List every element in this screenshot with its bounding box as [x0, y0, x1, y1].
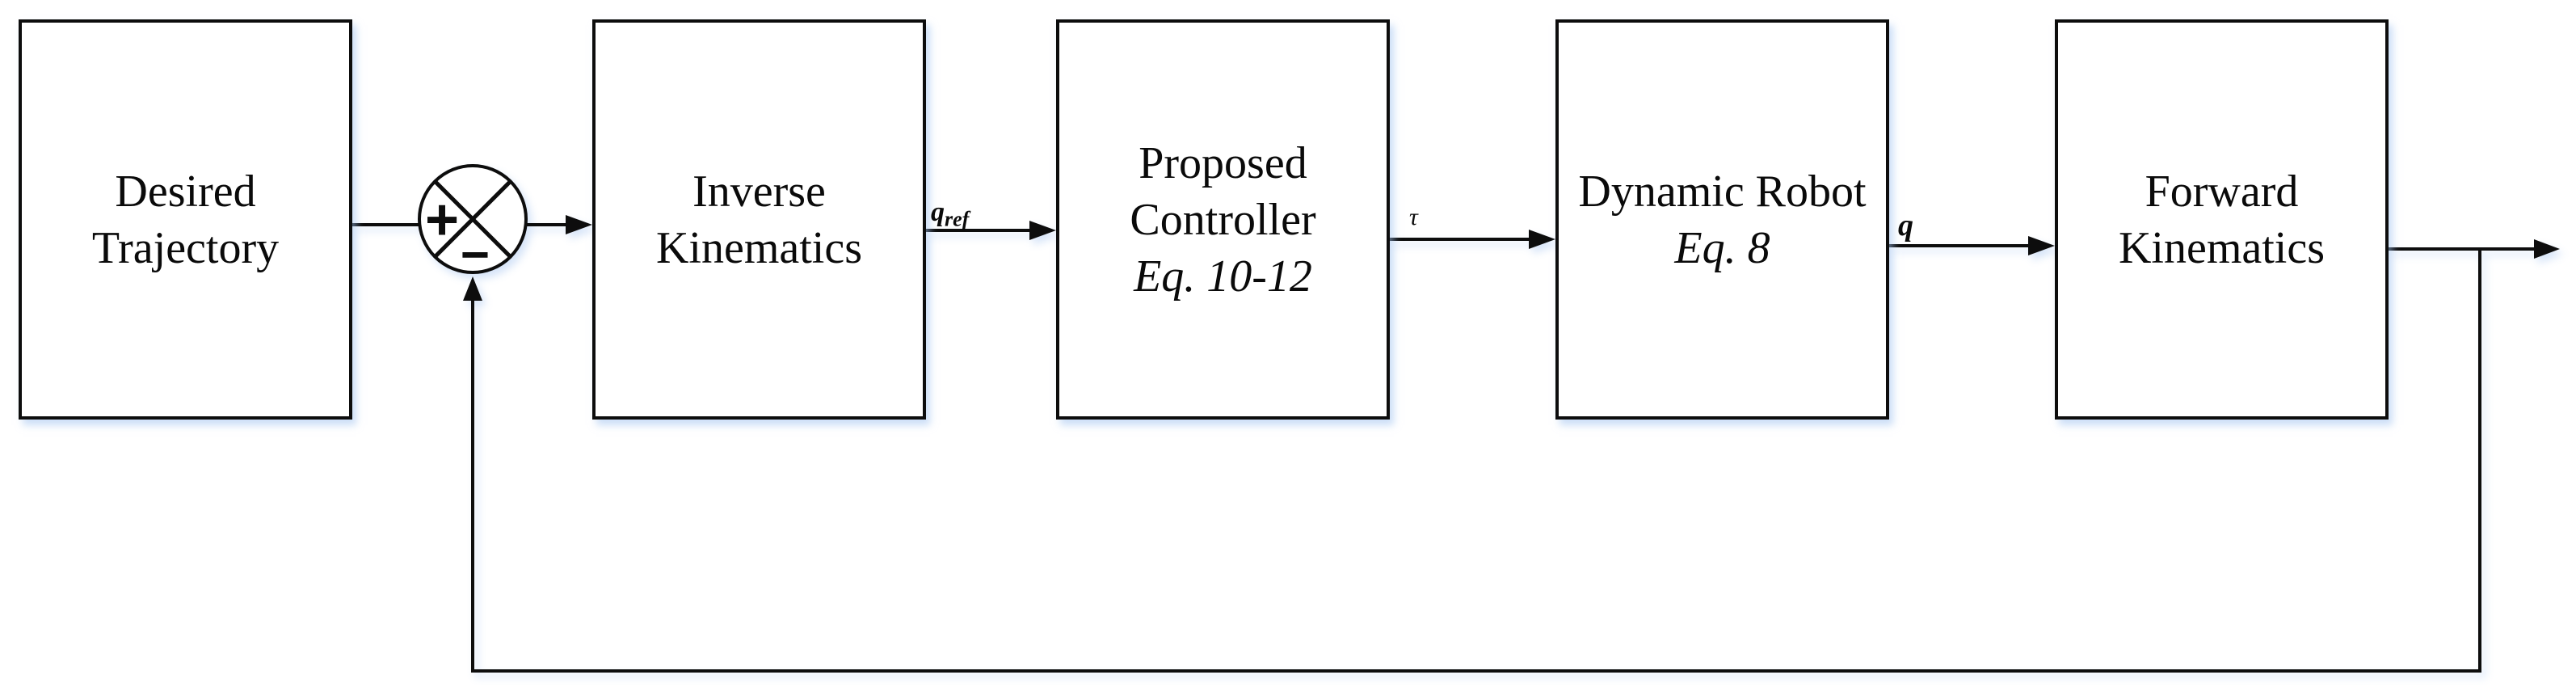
- signal-label-tau: τ: [1409, 204, 1418, 230]
- block-label: Dynamic Robot: [1578, 166, 1867, 217]
- block-proposed-controller: Proposed Controller Eq. 10-12: [1056, 19, 1390, 420]
- block-inverse-kinematics: Inverse Kinematics: [592, 19, 926, 420]
- plus-sign: +: [424, 188, 460, 252]
- signal-label-qref-subscript: ref: [945, 207, 970, 231]
- arrowhead-tau: [1529, 230, 1555, 249]
- arrowhead-qref: [1029, 221, 1056, 240]
- feedback-path: [471, 249, 2481, 673]
- signal-label-qref: qref: [931, 197, 969, 230]
- block-label: Desired Trajectory: [91, 166, 280, 273]
- arrowhead-output: [2534, 239, 2560, 259]
- signal-label-q: q: [1898, 209, 1913, 243]
- signal-label-qref-base: q: [931, 197, 945, 227]
- arrowhead-into-inverse-kinematics: [566, 215, 592, 234]
- summing-junction-cross: [433, 179, 512, 259]
- arrowhead-feedback: [463, 276, 482, 301]
- block-desired-trajectory: Desired Trajectory: [19, 19, 352, 420]
- arrowhead-q: [2028, 236, 2055, 255]
- minus-sign: −: [460, 227, 490, 283]
- block-label: Forward Kinematics: [2118, 166, 2326, 273]
- block-label: Inverse Kinematics: [655, 166, 863, 273]
- block-equation-ref: Eq. 8: [1674, 222, 1770, 273]
- block-label: Proposed Controller: [1130, 137, 1316, 245]
- block-dynamic-robot: Dynamic Robot Eq. 8: [1555, 19, 1889, 420]
- block-equation-ref: Eq. 10-12: [1134, 251, 1312, 302]
- block-forward-kinematics: Forward Kinematics: [2055, 19, 2389, 420]
